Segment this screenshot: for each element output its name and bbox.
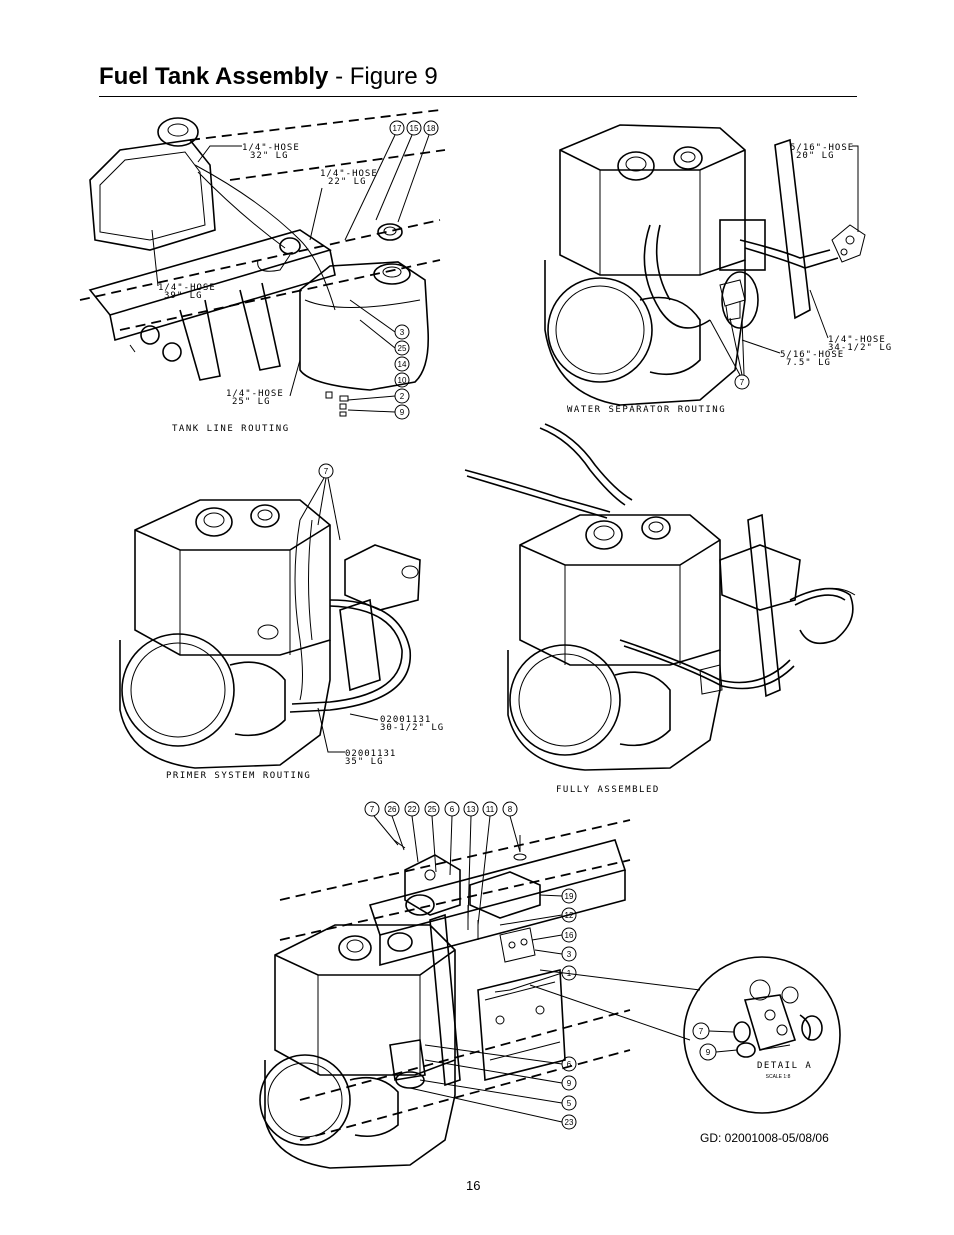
bottom-callout-5: 5 (567, 1099, 572, 1108)
detail-callout-9: 9 (706, 1048, 711, 1057)
water-hose-2-length: 34-1/2" LG (828, 343, 892, 353)
document-id: GD: 02001008-05/08/06 (700, 1131, 829, 1145)
bottom-callout-16: 16 (565, 931, 574, 940)
primer-part-2-number: 02001131 (345, 749, 396, 759)
tank-hose-3-size: 1/4"-HOSE (158, 283, 216, 293)
bottom-assembly-view: 7 26 22 25 6 13 11 8 19 12 16 3 1 6 9 5 … (259, 801, 841, 1169)
water-callout-7: 7 (740, 378, 745, 387)
water-separator-routing-caption: WATER SEPARATOR ROUTING (567, 405, 726, 415)
detail-a-scale: SCALE 1:8 (766, 1074, 791, 1080)
bottom-callout-6-lower: 6 (567, 1060, 572, 1069)
tank-hose-2-size: 1/4"-HOSE (320, 169, 378, 179)
tank-callout-2: 2 (400, 392, 405, 401)
bottom-callout-8: 8 (508, 805, 513, 814)
tank-callout-9: 9 (400, 408, 405, 417)
bottom-callout-25: 25 (428, 805, 437, 814)
tank-hose-2-length: 22" LG (328, 177, 367, 187)
detail-callout-7: 7 (699, 1027, 704, 1036)
title-bold: Fuel Tank Assembly (99, 63, 329, 90)
fully-assembled-view: FULLY ASSEMBLED (464, 423, 856, 795)
tank-hose-4-size: 1/4"-HOSE (226, 389, 284, 399)
bottom-callout-11: 11 (486, 805, 495, 814)
tank-callout-25: 25 (398, 344, 407, 353)
bottom-callout-23: 23 (565, 1118, 574, 1127)
water-hose-1-length: 20" LG (796, 151, 835, 161)
tank-hose-4-length: 25" LG (232, 397, 271, 407)
page-title: Fuel Tank Assembly - Figure 9 (99, 62, 438, 92)
tank-callout-17: 17 (393, 124, 402, 133)
primer-part-1-length: 30-1/2" LG (380, 723, 444, 733)
primer-system-routing-view: 7 02001131 30-1/2" LG 02001131 35" LG PR… (119, 463, 444, 781)
tank-callout-15: 15 (410, 124, 419, 133)
bottom-callout-13: 13 (467, 805, 476, 814)
title-rule (99, 96, 857, 97)
bottom-callout-9: 9 (567, 1079, 572, 1088)
detail-a-title: DETAIL A (757, 1061, 812, 1071)
primer-system-routing-caption: PRIMER SYSTEM ROUTING (166, 771, 311, 781)
tank-hose-1-size: 1/4"-HOSE (242, 143, 300, 153)
tank-hose-3-length: 39" LG (164, 291, 203, 301)
title-rest: - Figure 9 (328, 63, 438, 90)
tank-callout-18: 18 (427, 124, 436, 133)
bottom-callout-22: 22 (408, 805, 417, 814)
tank-hose-1-length: 32" LG (250, 151, 289, 161)
water-hose-3-length: 7.5" LG (786, 358, 831, 368)
bottom-callout-6: 6 (450, 805, 455, 814)
tank-callout-14: 14 (398, 360, 407, 369)
bottom-callout-7: 7 (370, 805, 375, 814)
tank-callout-10: 10 (398, 376, 407, 385)
water-hose-3-size: 5/16"-HOSE (780, 350, 844, 360)
water-hose-1-size: 5/16"-HOSE (790, 143, 854, 153)
primer-part-1-number: 02001131 (380, 715, 431, 725)
bottom-callout-19: 19 (565, 892, 574, 901)
fully-assembled-caption: FULLY ASSEMBLED (556, 785, 660, 795)
tank-callout-3: 3 (400, 328, 405, 337)
primer-callout-7: 7 (324, 467, 329, 476)
bottom-callout-26: 26 (388, 805, 397, 814)
water-hose-2-size: 1/4"-HOSE (828, 335, 886, 345)
water-separator-routing-view: 5/16"-HOSE 20" LG 1/4"-HOSE 34-1/2" LG 5… (544, 124, 892, 415)
tank-line-routing-view: 1/4"-HOSE 32" LG 1/4"-HOSE 22" LG 1/4"-H… (79, 109, 446, 434)
tank-line-routing-caption: TANK LINE ROUTING (172, 424, 290, 434)
page-number: 16 (466, 1178, 481, 1193)
bottom-callout-3: 3 (567, 950, 572, 959)
primer-part-2-length: 35" LG (345, 757, 384, 767)
bottom-callout-12: 12 (565, 911, 574, 920)
